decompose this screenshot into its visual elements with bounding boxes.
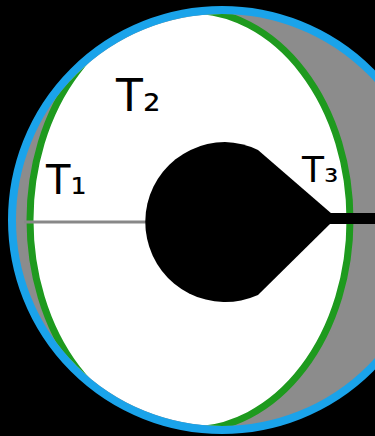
- gray-cut-line: [24, 221, 150, 224]
- black-line: [328, 213, 375, 224]
- region-label: T₁: [46, 160, 86, 200]
- region-label: T₂: [116, 74, 161, 118]
- gray-region: [12, 10, 375, 430]
- green-boundary: [30, 10, 350, 430]
- blue-boundary: [12, 10, 375, 430]
- region-label: T₃: [302, 152, 338, 188]
